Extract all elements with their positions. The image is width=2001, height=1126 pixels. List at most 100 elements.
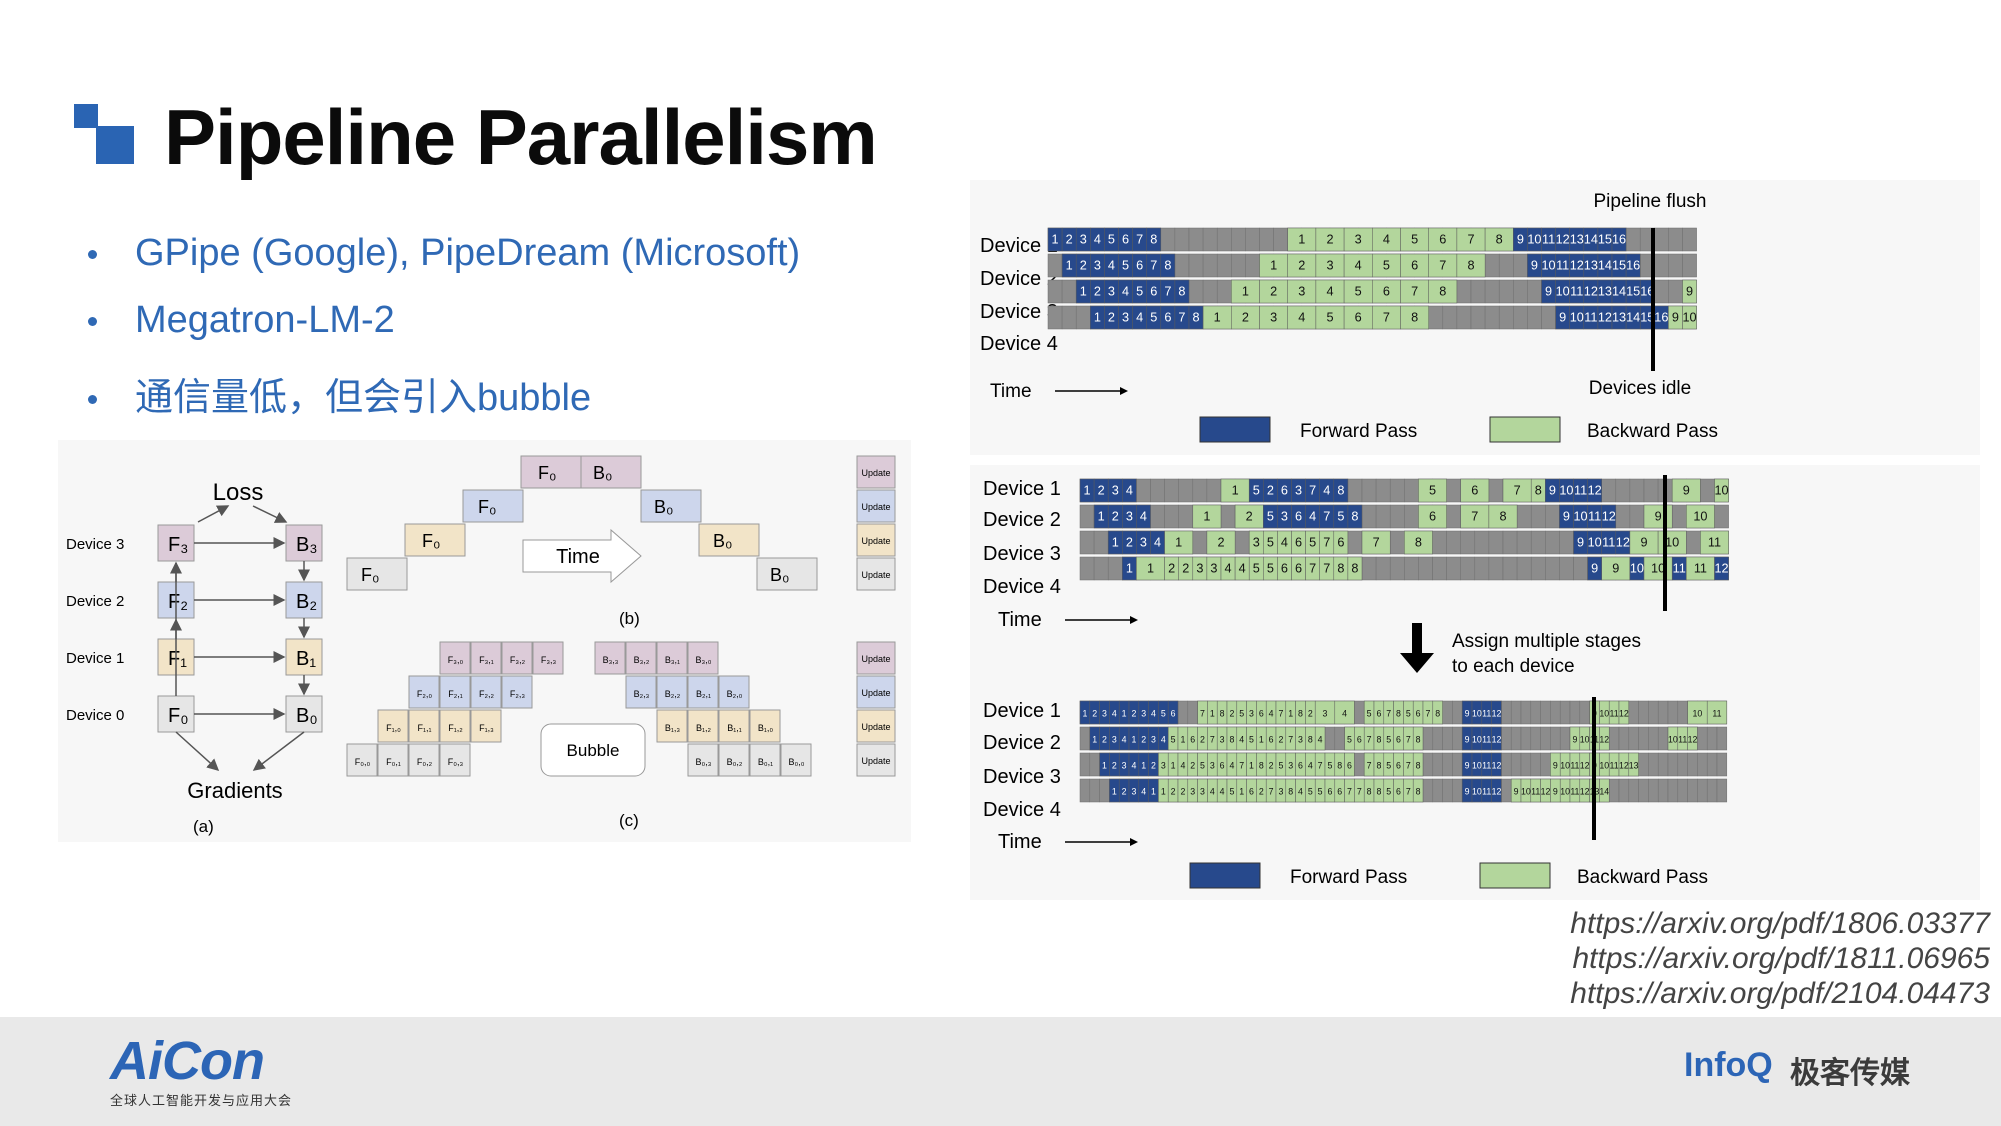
microbatch-id: 3: [1249, 709, 1254, 719]
microbatch-id: 14: [1612, 285, 1626, 299]
backward-box: B₃: [296, 534, 317, 556]
microbatch-id: 3: [1112, 735, 1117, 745]
microbatch-id: 12: [1602, 510, 1616, 524]
microbatch-id: 4: [1136, 311, 1143, 325]
backward-microbatch: [749, 709, 781, 743]
microbatch-id: 10: [1560, 787, 1570, 797]
backward-slot: [1686, 504, 1715, 529]
idle-slot: [1686, 530, 1701, 555]
microbatch-id: 2: [1269, 761, 1274, 771]
update-column-c: Update Update Update Update: [856, 641, 896, 777]
microbatch-id: 5: [1429, 484, 1436, 498]
idle-slot: [1188, 279, 1204, 304]
reference-link[interactable]: https://arxiv.org/pdf/2104.04473: [1570, 977, 1990, 1010]
assign-text: to each device: [1452, 656, 1575, 677]
bullet-item: 通信量低，但会引入bubble: [88, 366, 591, 421]
idle-slot: [1389, 478, 1405, 503]
forward-slot: [1174, 279, 1190, 304]
idle-slot: [1628, 778, 1639, 803]
idle-slot: [1516, 530, 1532, 555]
microbatch-id: 6: [1376, 709, 1381, 719]
microbatch-id: 8: [1178, 285, 1185, 299]
microbatch-id: 12: [1492, 787, 1502, 797]
microbatch-id: 8: [1337, 761, 1342, 771]
forward-microbatch-label: F₁,₃: [479, 723, 494, 733]
microbatch-id: 3: [1112, 484, 1119, 498]
microbatch-id: 3: [1122, 761, 1127, 771]
microbatch-id: 8: [1337, 562, 1344, 576]
microbatch-id: 5: [1267, 510, 1274, 524]
microbatch-id: 3: [1080, 233, 1087, 247]
backward-microbatch: [687, 743, 719, 777]
idle-slot: [1530, 556, 1546, 581]
microbatch-id: 2: [1270, 285, 1277, 299]
microbatch-id: 7: [1269, 787, 1274, 797]
idle-slot: [1513, 253, 1528, 278]
backward-slot: [1428, 279, 1458, 304]
idle-slot: [1375, 556, 1391, 581]
microbatch-id: 15: [1598, 233, 1612, 247]
reference-link[interactable]: https://arxiv.org/pdf/1811.06965: [1572, 942, 1991, 975]
idle-slot: [1150, 504, 1165, 529]
backward-microbatch: [718, 675, 750, 709]
idle-slot: [1259, 227, 1274, 252]
idle-slot: [1510, 726, 1522, 751]
microbatch-id: 5: [1386, 787, 1391, 797]
idle-slot: [1174, 253, 1190, 278]
microbatch-id: 4: [1229, 761, 1234, 771]
microbatch-id: 8: [1376, 735, 1381, 745]
microbatch-id: 2: [1108, 311, 1115, 325]
microbatch-id: 12: [1616, 536, 1630, 550]
microbatch-id: 6: [1337, 787, 1342, 797]
idle-slot: [1498, 279, 1514, 304]
microbatch-id: 5: [1122, 259, 1129, 273]
microbatch-id: 6: [1396, 761, 1401, 771]
microbatch-id: 4: [1220, 787, 1225, 797]
idle-slot: [1075, 305, 1091, 330]
microbatch-id: 2: [1242, 311, 1249, 325]
microbatch-id: 10: [1580, 735, 1590, 745]
idle-slot: [1545, 556, 1560, 581]
idle-slot: [1231, 227, 1246, 252]
idle-slot: [1513, 279, 1528, 304]
backward-microbatch-label: B₃,₁: [665, 655, 680, 665]
microbatch-id: 5: [1386, 735, 1391, 745]
idle-slot: [1389, 530, 1405, 555]
reference-link[interactable]: https://arxiv.org/pdf/1806.03377: [1570, 907, 1990, 940]
backward-slot: [1682, 305, 1697, 330]
idle-slot: [1527, 305, 1542, 330]
pipeline-flush-label: Pipeline flush: [1593, 191, 1706, 212]
idle-slot: [1432, 778, 1443, 803]
backward-microbatch: [718, 709, 750, 743]
idle-slot: [1510, 752, 1522, 777]
idle-slot: [1671, 504, 1687, 529]
idle-slot: [1628, 726, 1639, 751]
backward-slot: [1344, 752, 1355, 777]
backward-slot: [1334, 700, 1355, 725]
microbatch-id: 2: [1229, 709, 1234, 719]
microbatch-id: 11: [1610, 761, 1619, 771]
microbatch-id: 8: [1376, 761, 1381, 771]
idle-slot: [1422, 726, 1434, 751]
page-title: Pipeline Parallelism: [164, 93, 878, 181]
microbatch-id: 4: [1122, 735, 1127, 745]
microbatch-id: 4: [1239, 735, 1244, 745]
idle-slot: [1618, 778, 1630, 803]
forward-slot: [1491, 752, 1502, 777]
microbatch-id: 8: [1288, 787, 1293, 797]
microbatch-id: 10: [1668, 735, 1678, 745]
idle-slot: [1389, 556, 1405, 581]
idle-slot: [1667, 752, 1679, 777]
backward-slot: [1206, 530, 1236, 555]
microbatch-id: 4: [1140, 510, 1147, 524]
backward-slot: [1618, 700, 1630, 725]
backward-slot: [1333, 530, 1349, 555]
microbatch-id: 12: [1556, 233, 1570, 247]
microbatch-id: 11: [1610, 709, 1619, 719]
microbatch-id: 1: [1288, 709, 1293, 719]
forward-microbatch: [470, 675, 502, 709]
microbatch-id: 4: [1342, 709, 1347, 719]
microbatch-id: 12: [1492, 709, 1502, 719]
microbatch-id: 10: [1472, 709, 1482, 719]
svg-text:Update: Update: [861, 722, 890, 732]
